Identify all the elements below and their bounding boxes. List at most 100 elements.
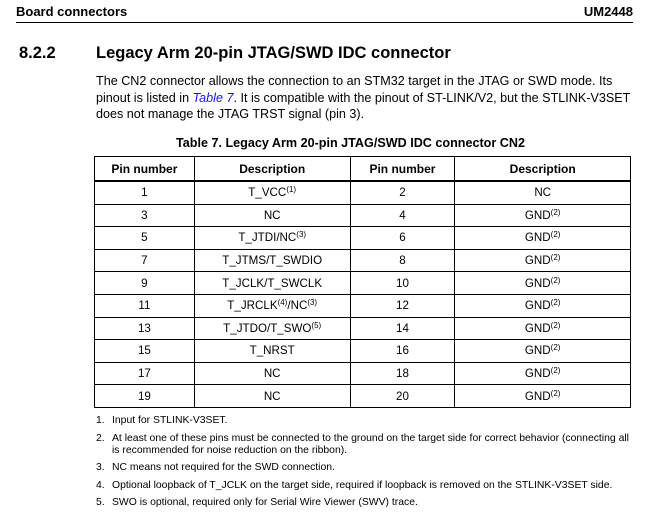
description-a: T_JTMS/T_SWDIO [193,248,351,273]
pin-number-a-text: 3 [141,208,148,222]
footnote-item: 3.NC means not required for the SWD conn… [96,462,636,474]
pin-number-a: 7 [94,248,195,273]
section-number: 8.2.2 [19,44,56,62]
footnote-ref: (2) [550,366,561,376]
header-chapter: Board connectors [16,4,128,19]
description-a: T_JCLK/T_SWCLK [193,271,351,295]
header-pin-number-a: Pin number [94,156,195,182]
pin-number-a-text: 5 [141,231,148,245]
pin-number-b: 12 [349,293,456,318]
table-7-link[interactable]: Table 7 [192,90,234,105]
description-a: NC [193,384,351,408]
description-b: GND(2) [454,384,631,408]
table-footnotes: 1.Input for STLINK-V3SET.2.At least one … [96,415,636,515]
pin-number-b-text: 18 [396,367,409,381]
description-b-text: GND [524,254,551,268]
description-b-text: GND [524,367,551,381]
description-b: GND(2) [454,339,631,363]
pin-number-b-text: 8 [399,254,406,268]
description-a-text: T_JTDO/T_SWO [223,321,312,335]
intro-paragraph: The CN2 connector allows the connection … [96,73,636,123]
header-doc-id: UM2448 [583,4,633,19]
pin-number-a-text: 13 [137,321,151,335]
pin-number-a-text: 1 [141,186,148,200]
description-a: T_NRST [193,339,351,363]
footnote-ref: (5) [311,320,322,330]
description-a-text: T_NRST [249,344,295,358]
description-b-text: GND [524,208,551,222]
description-b-text: GND [524,276,551,290]
description-a: NC [193,203,351,228]
footnote-number: 3. [96,462,105,473]
footnote-ref: (1) [286,185,297,195]
pin-number-a: 17 [94,361,195,386]
description-a: T_VCC(1) [193,180,351,205]
pin-number-b-text: 6 [399,231,406,245]
description-a-text: T_JTDI/NC [238,231,297,245]
description-a-text: NC [263,367,281,381]
footnote-ref: (2) [550,298,561,308]
table-row: 19 NC 20 GND(2) [94,384,631,408]
pin-number-a-text: 9 [141,276,148,290]
table-row: 13 T_JTDO/T_SWO(5) 14 GND(2) [94,316,631,341]
description-a: T_JTDI/NC(3) [193,226,351,250]
pin-number-b-text: 4 [399,208,406,222]
pin-number-b: 8 [349,248,456,273]
pin-number-b: 4 [349,203,456,228]
pin-number-a-text: 15 [137,344,151,358]
pin-number-b-text: 14 [396,321,409,335]
pin-number-a: 13 [94,316,195,341]
description-a: T_JRCLK(4)/NC(3) [193,293,351,318]
table-row: 5 T_JTDI/NC(3) 6 GND(2) [94,226,631,250]
header-description-b: Description [454,156,631,182]
pin-number-a: 3 [94,203,195,228]
table-row: 9 T_JCLK/T_SWCLK 10 GND(2) [94,271,631,295]
paragraph-text-2: . It is compatible with the pinout of ST… [96,90,631,122]
footnote-ref: (2) [550,253,561,263]
footnote-number: 1. [96,415,105,426]
description-b-text: GND [524,344,551,358]
description-b: GND(2) [454,271,631,295]
pin-number-a: 19 [94,384,195,408]
table-row: 7 T_JTMS/T_SWDIO 8 GND(2) [94,248,631,273]
footnote-text: SWO is optional, required only for Seria… [112,497,418,508]
description-a-text: T_VCC [248,186,287,200]
footnote-ref: (3) [307,298,318,308]
pin-number-a: 15 [94,339,195,363]
description-a-tail: /NC [287,299,308,313]
pin-number-a-text: 11 [138,299,151,313]
pin-number-b-text: 20 [396,389,409,403]
footnote-ref: (2) [550,230,561,240]
footnote-item: 2.At least one of these pins must be con… [96,433,636,457]
footnote-ref: (2) [550,320,561,330]
table-row: 17 NC 18 GND(2) [94,361,631,386]
pinout-table: Pin number Description Pin number Descri… [94,156,631,408]
footnote-number: 5. [96,497,105,508]
pin-number-b-text: 2 [399,186,406,200]
pin-number-b: 10 [349,271,456,295]
description-b-text: GND [524,231,551,245]
description-b-text: GND [524,299,551,313]
pin-number-b: 14 [349,316,456,341]
page-header: Board connectors UM2448 [16,3,633,23]
footnote-ref: (2) [550,388,561,398]
description-b-text: GND [524,321,551,335]
footnote-ref: (4) [277,298,288,308]
pin-number-b: 2 [349,180,456,205]
pin-number-b-text: 10 [396,276,409,290]
paragraph-text-1: The CN2 connector allows the connection … [96,74,613,105]
description-a-text: NC [263,389,281,403]
description-a-text: T_JRCLK [227,299,278,313]
description-b: GND(2) [454,248,631,273]
pin-number-a-text: 7 [141,254,148,268]
description-a-text: T_JTMS/T_SWDIO [222,254,323,268]
header-description-a: Description [193,156,351,182]
table-header-row: Pin number Description Pin number Descri… [94,156,631,182]
pin-number-a: 11 [94,293,195,318]
footnote-ref: (2) [550,343,561,353]
description-b: GND(2) [454,293,631,318]
footnote-item: 4.Optional loopback of T_JCLK on the tar… [96,480,636,492]
